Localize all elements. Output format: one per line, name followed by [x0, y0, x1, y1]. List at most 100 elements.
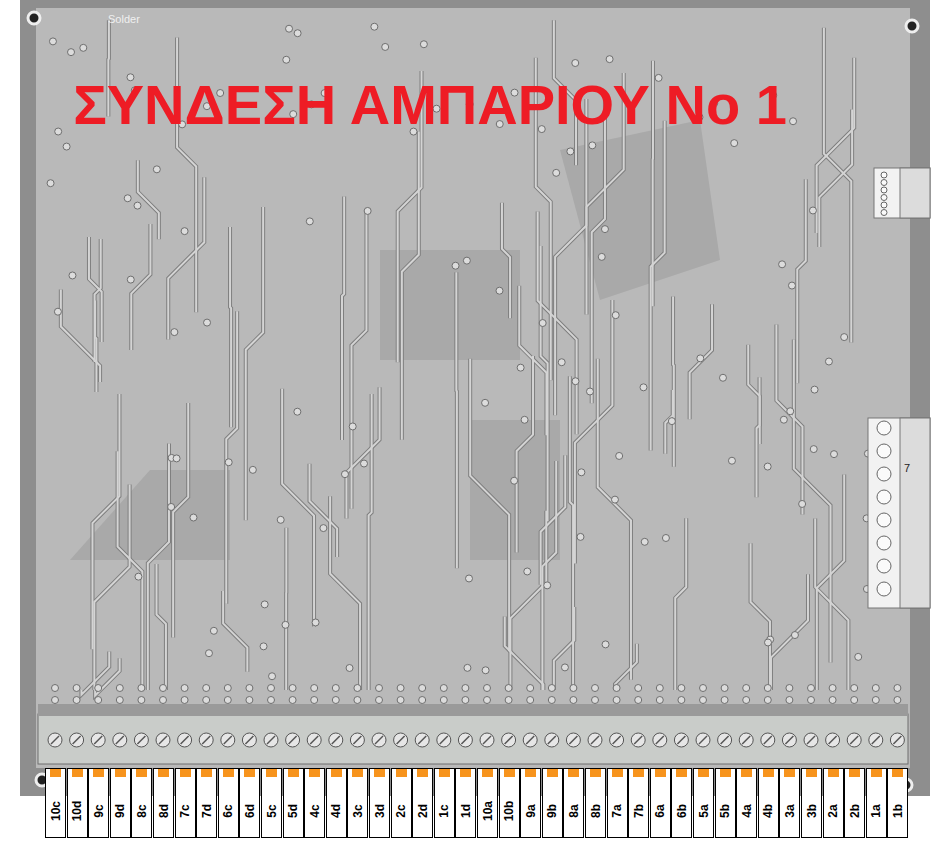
- trace-edge: [369, 394, 372, 690]
- solder-pad: [332, 685, 339, 692]
- terminal-label-box: 7c: [175, 768, 196, 838]
- solder-pad: [635, 685, 642, 692]
- solder-pad: [294, 408, 301, 415]
- solder-pad: [69, 272, 76, 279]
- trace: [402, 131, 419, 439]
- solder-pad: [116, 697, 123, 704]
- trace-edge: [157, 564, 166, 690]
- orange-tab: [504, 769, 515, 777]
- connector-screw: [881, 195, 887, 201]
- trace-edge: [824, 28, 851, 343]
- terminal-screw: [48, 733, 62, 747]
- solder-pad: [482, 667, 489, 674]
- solder-pad: [668, 418, 675, 425]
- terminal-screw: [739, 733, 753, 747]
- screw-slot: [742, 736, 750, 744]
- solder-pad: [160, 685, 167, 692]
- screw-slot: [202, 736, 210, 744]
- solder-pad: [47, 180, 54, 187]
- trace: [672, 297, 675, 467]
- solder-pad: [261, 601, 268, 608]
- orange-tab: [871, 769, 882, 777]
- trace-edge: [173, 403, 188, 638]
- solder-pad: [764, 697, 771, 704]
- terminal-label-box: 1c: [434, 768, 455, 838]
- screw-slot: [397, 736, 405, 744]
- solder-pad: [567, 148, 574, 155]
- solder-pad: [786, 685, 793, 692]
- orange-tab: [590, 769, 601, 777]
- trace: [675, 518, 686, 690]
- orange-tab: [136, 769, 147, 777]
- solder-pad: [282, 621, 289, 628]
- solder-pad: [420, 41, 427, 48]
- solder-pad: [894, 685, 901, 692]
- orange-tab: [396, 769, 407, 777]
- solder-pad: [656, 697, 663, 704]
- trace-edge: [542, 461, 556, 690]
- terminal-screw: [631, 733, 645, 747]
- screw-slot: [569, 736, 577, 744]
- solder-pad: [138, 685, 145, 692]
- trace: [285, 528, 287, 690]
- orange-tab: [50, 769, 61, 777]
- terminal-screw: [847, 733, 861, 747]
- solder-pad: [606, 56, 613, 63]
- terminal-screw: [134, 733, 148, 747]
- terminal-label-box: 6b: [671, 768, 692, 838]
- terminal-label-box: 4b: [758, 768, 779, 838]
- right-connector-bottom: [868, 418, 930, 608]
- terminal-label-box: 6d: [239, 768, 260, 838]
- terminal-label-box: 7b: [628, 768, 649, 838]
- terminal-label: 1b: [891, 804, 905, 818]
- screw-slot: [181, 736, 189, 744]
- solder-pad: [346, 664, 353, 671]
- connector-screw: [881, 180, 887, 186]
- solder-pad: [181, 685, 188, 692]
- orange-tab: [741, 769, 752, 777]
- terminal-label-box: 9d: [110, 768, 131, 838]
- solder-pad: [320, 525, 327, 532]
- solder-pad: [127, 276, 134, 283]
- terminal-label-box: 2a: [823, 768, 844, 838]
- solder-pad: [808, 697, 815, 704]
- terminal-label-box: 8a: [563, 768, 584, 838]
- terminal-label: 3b: [805, 804, 819, 818]
- orange-tab: [676, 769, 687, 777]
- terminal-screw: [437, 733, 451, 747]
- trace-edge: [555, 99, 586, 415]
- orange-tab: [547, 769, 558, 777]
- solder-pad: [311, 685, 318, 692]
- orange-tab: [244, 769, 255, 777]
- screw-slot: [137, 736, 145, 744]
- trace: [131, 224, 150, 350]
- solder-pad: [376, 685, 383, 692]
- solder-pad: [203, 697, 210, 704]
- terminal-screw: [242, 733, 256, 747]
- solder-pad: [829, 685, 836, 692]
- trace-edge: [230, 227, 231, 427]
- solder-pad: [589, 142, 596, 149]
- terminal-screw: [826, 733, 840, 747]
- solder-pad: [831, 451, 838, 458]
- terminal-screw: [523, 733, 537, 747]
- trace-edge: [95, 239, 101, 362]
- solder-pad: [527, 697, 534, 704]
- screw-slot: [94, 736, 102, 744]
- terminal-screw: [394, 733, 408, 747]
- connector-screw: [877, 513, 891, 527]
- solder-pad: [602, 641, 609, 648]
- screw-slot: [73, 736, 81, 744]
- trace: [342, 196, 344, 440]
- trace-edge: [246, 207, 263, 520]
- screw-slot: [699, 736, 707, 744]
- trace-edge: [284, 528, 288, 690]
- terminal-label-box: 9a: [520, 768, 541, 838]
- terminal-label-box: 2d: [412, 768, 433, 838]
- terminal-screw: [718, 733, 732, 747]
- orange-tab: [763, 769, 774, 777]
- terminal-label-box: 3b: [801, 768, 822, 838]
- screw-slot: [418, 736, 426, 744]
- orange-tab: [482, 769, 493, 777]
- trace: [575, 300, 612, 564]
